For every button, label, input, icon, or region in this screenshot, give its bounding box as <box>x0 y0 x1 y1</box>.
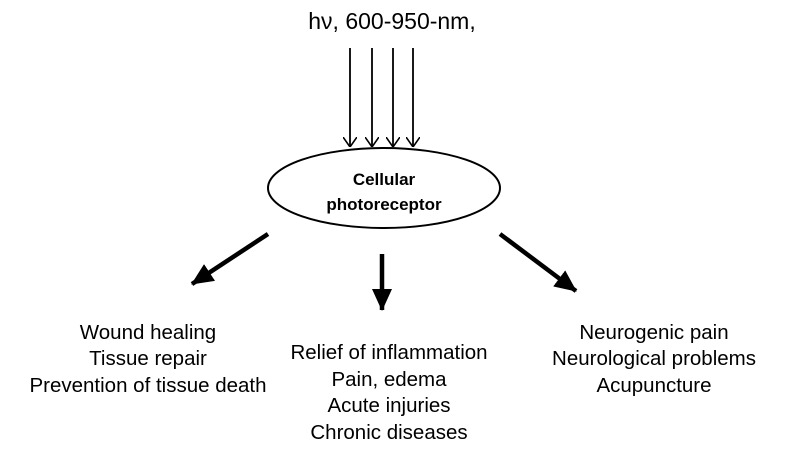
outcome-item: Neurogenic pain <box>579 321 728 344</box>
outcome-item: Wound healing <box>80 321 216 344</box>
outcome-item: Tissue repair <box>89 347 207 370</box>
outcome-item: Relief of inflammation <box>290 341 487 364</box>
outcome-item: Acute injuries <box>327 394 450 417</box>
arrow-to-left-outcomes <box>190 232 270 286</box>
photoreceptor-node: Cellular photoreceptor <box>267 147 501 229</box>
outcome-item: Prevention of tissue death <box>29 374 266 397</box>
photoreceptor-label-line-2: photoreceptor <box>326 195 442 214</box>
outcome-item: Acupuncture <box>596 374 711 397</box>
outcome-item: Chronic diseases <box>310 421 467 444</box>
photoreceptor-ellipse <box>267 147 501 229</box>
photoreceptor-label-line-1: Cellular <box>353 170 416 189</box>
arrow-to-right-outcomes <box>498 232 578 293</box>
outcome-group-right: Neurogenic pain Neurological problems Ac… <box>552 321 756 397</box>
outcome-arrows <box>190 232 578 311</box>
outcome-group-center: Relief of inflammation Pain, edema Acute… <box>290 341 487 444</box>
outcome-group-left: Wound healing Tissue repair Prevention o… <box>29 321 266 397</box>
outcome-item: Pain, edema <box>331 368 447 391</box>
light-rays <box>350 48 413 146</box>
light-source-label: hν, 600-950-nm, <box>308 8 475 34</box>
outcome-item: Neurological problems <box>552 347 756 370</box>
